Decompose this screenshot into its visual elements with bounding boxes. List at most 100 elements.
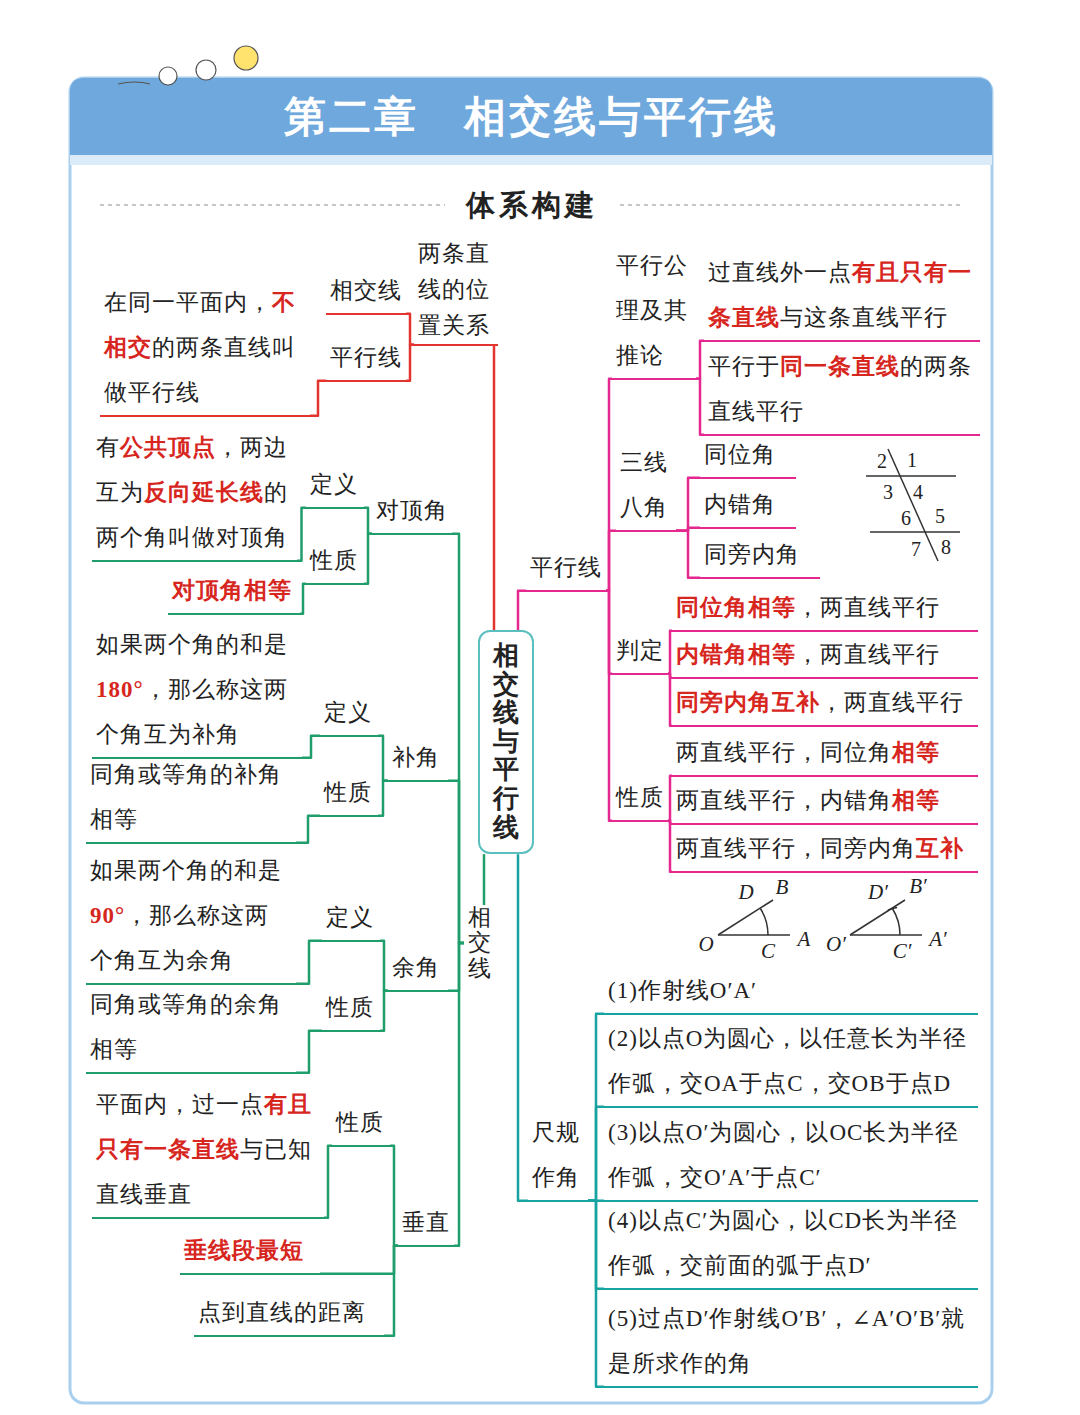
branch-label: (2)以点O为圆心，以任意长为半径作弧，交OA于点C，交OB于点D <box>604 1016 978 1108</box>
branch-label: 平面内，过一点有且只有一条直线与已知直线垂直 <box>92 1082 324 1219</box>
branch-line <box>588 1014 604 1201</box>
branch-line <box>384 1246 398 1336</box>
node-text: 补角 <box>392 735 444 780</box>
branch-label: 在同一平面内，不相交的两条直线叫做平行线 <box>100 280 310 417</box>
branch-label: 性质 <box>306 538 364 585</box>
branch-label: 两直线平行，同旁内角互补 <box>672 826 978 873</box>
node-text: 相交线 <box>468 905 491 981</box>
plain-text: 对顶角 <box>376 498 448 523</box>
angle-number: 5 <box>935 506 945 526</box>
plain-text: 平行于 <box>708 354 780 379</box>
branch-label: 性质 <box>332 1100 390 1147</box>
node-text: 平面内，过一点有且只有一条直线与已知直线垂直 <box>96 1082 320 1217</box>
point-letter: C′ <box>893 941 912 962</box>
node-text: 内错角相等，两直线平行 <box>676 632 974 677</box>
branch-line <box>320 1246 398 1274</box>
plain-text: 平行公理及其推论 <box>616 253 688 368</box>
branch-line <box>364 508 372 534</box>
plain-text: 定义 <box>310 472 358 497</box>
branch-label: 垂线段最短 <box>180 1228 320 1275</box>
node-text: 同旁内角互补，两直线平行 <box>676 680 974 725</box>
highlight-text: 相等 <box>892 740 940 765</box>
plain-text: 有 <box>96 435 120 460</box>
branch-label: 垂直 <box>398 1200 454 1247</box>
node-text: 同旁内角 <box>704 532 816 577</box>
angle-construction-figure <box>718 900 922 935</box>
branch-label: 过直线外一点有且只有一条直线与这条直线平行 <box>704 250 980 342</box>
branch-label: 同角或等角的余角相等 <box>86 982 296 1074</box>
plain-text: 垂直 <box>402 1210 450 1235</box>
plain-text: ，两直线平行 <box>820 690 964 715</box>
plain-text: 同旁内角 <box>704 542 800 567</box>
node-text: 对顶角相等 <box>172 568 296 613</box>
branch-label: 两条直线的位置关系 <box>414 236 498 346</box>
branch-label: 三线八角 <box>616 440 676 532</box>
point-letter: B′ <box>909 876 926 897</box>
node-text: 定义 <box>324 690 374 735</box>
point-letter: B <box>776 877 789 898</box>
point-letter: C <box>761 941 775 962</box>
highlight-text: 同旁内角互补 <box>676 690 820 715</box>
branch-label: 定义 <box>320 690 378 737</box>
plain-text: 性质 <box>324 780 372 805</box>
branch-line <box>380 941 388 991</box>
plain-text: 同角或等角的补角相等 <box>90 762 282 832</box>
branch-label: 性质 <box>320 770 378 817</box>
branch-line <box>297 508 306 561</box>
point-letter: O′ <box>826 934 846 955</box>
branch-label: 平行公理及其推论 <box>612 243 696 380</box>
branch-line <box>296 941 322 984</box>
plain-text: 性质 <box>326 995 374 1020</box>
node-text: 平行于同一条直线的两条直线平行 <box>708 344 976 434</box>
plain-text: 过直线外一点 <box>708 260 852 285</box>
node-text: 尺规作角 <box>532 1110 584 1200</box>
branch-line <box>676 478 700 531</box>
node-text: 两直线平行，同位角相等 <box>676 730 974 775</box>
highlight-text: 垂线段最短 <box>184 1238 304 1263</box>
branch-label: (5)过点D′作射线O′B′，∠A′O′B′就是所求作的角 <box>604 1296 978 1388</box>
node-text: 平行线 <box>530 545 602 590</box>
branch-line <box>364 534 372 584</box>
plain-text: (2)以点O为圆心，以任意长为半径作弧，交OA于点C，交OB于点D <box>608 1026 967 1096</box>
plain-text: 两直线平行，同旁内角 <box>676 836 916 861</box>
plain-text: 两条直线的位置关系 <box>418 241 490 338</box>
node-text: (5)过点D′作射线O′B′，∠A′O′B′就是所求作的角 <box>608 1296 974 1386</box>
node-text: 垂直 <box>402 1200 450 1245</box>
plain-text: 性质 <box>310 548 358 573</box>
branch-line <box>406 345 414 381</box>
plain-text: 平面内，过一点 <box>96 1092 264 1117</box>
node-text: 同角或等角的补角相等 <box>90 752 292 842</box>
branch-label: 尺规作角 <box>528 1110 588 1202</box>
node-text: (2)以点O为圆心，以任意长为半径作弧，交OA于点C，交OB于点D <box>608 1016 974 1106</box>
point-letter: A <box>798 929 811 950</box>
branch-label: 性质 <box>322 985 380 1032</box>
branch-line <box>696 379 704 435</box>
branch-label: 相交线 <box>326 268 406 315</box>
angle-number: 7 <box>911 539 921 559</box>
plain-text: ，两直线平行 <box>796 595 940 620</box>
branch-line <box>380 991 388 1031</box>
branch-label: 两直线平行，同位角相等 <box>672 730 978 777</box>
node-text: 性质 <box>336 1100 386 1145</box>
angle-number: 6 <box>901 508 911 528</box>
highlight-text: 180° <box>96 677 144 702</box>
branch-line <box>518 854 528 1201</box>
angle-number: 8 <box>941 537 951 557</box>
three-lines-eight-angles-figure <box>866 449 960 561</box>
node-text: 垂线段最短 <box>184 1228 316 1273</box>
plain-text: 性质 <box>336 1110 384 1135</box>
plain-text: 在同一平面内， <box>104 290 272 315</box>
plain-text: 相交线 <box>330 278 402 303</box>
branch-label: (3)以点O′为圆心，以OC长为半径作弧，交O′A′于点C′ <box>604 1110 978 1202</box>
node-text: (4)以点C′为圆心，以CD长为半径作弧，交前面的弧于点D′ <box>608 1198 974 1288</box>
branch-line <box>588 1107 604 1201</box>
branch-line <box>324 1146 332 1218</box>
highlight-text: 互补 <box>916 836 964 861</box>
node-text: (3)以点O′为圆心，以OC长为半径作弧，交O′A′于点C′ <box>608 1110 974 1200</box>
plain-text: 定义 <box>326 905 374 930</box>
plain-text: (1)作射线O′A′ <box>608 978 757 1003</box>
angle-number: 3 <box>883 482 893 502</box>
branch-label: 余角 <box>388 945 448 992</box>
branch-label: (1)作射线O′A′ <box>604 968 978 1015</box>
node-text: 定义 <box>326 895 376 940</box>
